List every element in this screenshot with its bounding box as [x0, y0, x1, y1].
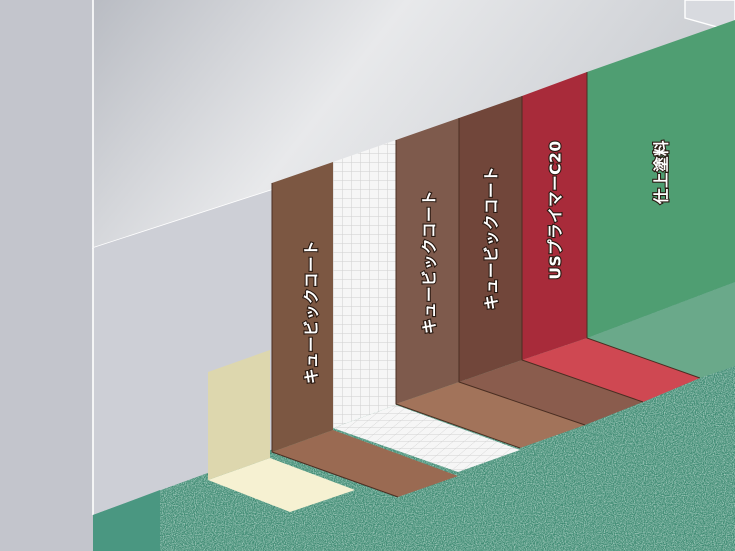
layer-edges — [271, 72, 701, 498]
top-right-column — [684, 0, 735, 33]
base-layer-floor — [208, 458, 355, 512]
layer2-floor — [396, 382, 585, 448]
layer3-wall — [459, 96, 522, 382]
layer1-wall — [272, 162, 333, 452]
label-finish: 仕上塗料 — [652, 140, 671, 205]
base-layer-wall — [208, 350, 270, 480]
upper-wall-band — [93, 0, 735, 248]
layer2-wall — [396, 118, 459, 404]
label-layer2: キュービックコート — [421, 190, 439, 334]
layer3-floor — [459, 360, 643, 425]
label-layer1: キュービックコート — [303, 240, 321, 384]
label-primer: USプライマーC20 — [546, 140, 565, 279]
mesh-sheet-floor — [333, 405, 520, 472]
finish-wall — [587, 20, 735, 338]
primer-floor — [522, 338, 700, 402]
mesh-sheet-wall — [333, 140, 396, 428]
layer1-floor — [272, 430, 458, 497]
primer-wall — [522, 72, 587, 360]
label-layer3: キュービックコート — [483, 166, 501, 310]
floor-edge — [93, 490, 160, 551]
finish-floor — [587, 282, 735, 378]
